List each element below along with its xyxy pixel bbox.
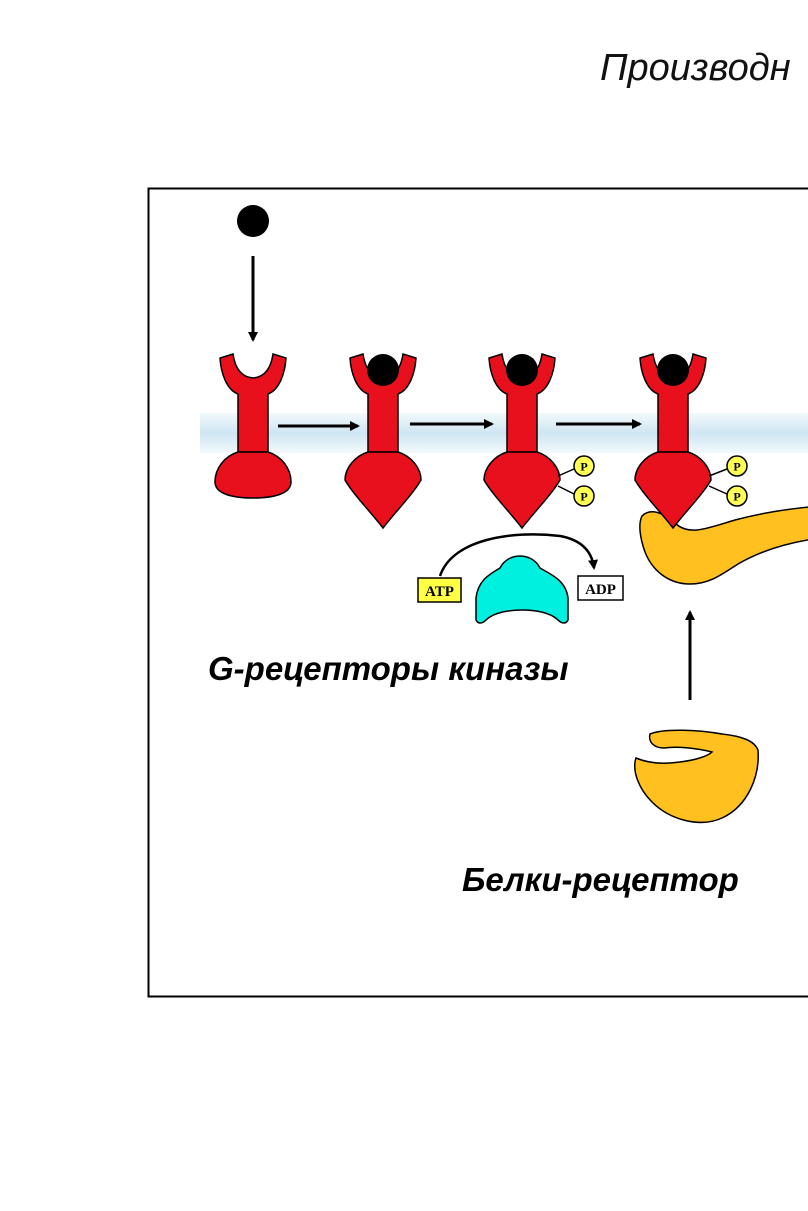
atp-adp-arrow <box>438 533 598 577</box>
svg-text:P: P <box>733 460 740 474</box>
svg-text:ATP: ATP <box>425 584 454 600</box>
receptor-arrestin-complex: P P <box>634 353 748 530</box>
bound-ligand-icon <box>506 354 538 386</box>
kinase-icon <box>475 555 569 624</box>
receptor-phosphorylated: P P <box>483 353 595 530</box>
phosphate-icon: P <box>726 455 748 477</box>
svg-text:P: P <box>580 490 587 504</box>
receptor-bound <box>344 353 422 530</box>
svg-text:P: P <box>580 460 587 474</box>
arrestin-free <box>634 729 759 824</box>
svg-text:P: P <box>733 490 740 504</box>
protein-receptors-label: Белки-рецептор <box>462 861 739 898</box>
atp-box: ATP <box>417 577 462 603</box>
phosphate-icon: P <box>726 485 748 507</box>
adp-box: ADP <box>577 575 624 601</box>
arrestin-bound <box>639 506 808 585</box>
slide-heading: Производн <box>600 47 791 89</box>
receptor-unbound <box>214 353 292 499</box>
svg-text:ADP: ADP <box>585 582 616 598</box>
free-ligand-icon <box>237 205 269 237</box>
phosphate-icon: P <box>573 485 595 507</box>
bound-ligand-icon <box>367 354 399 386</box>
g-receptor-kinases-label: G-рецепторы киназы <box>208 650 569 687</box>
bound-ligand-icon <box>657 354 689 386</box>
cell-membrane <box>200 413 808 453</box>
phosphate-icon: P <box>573 455 595 477</box>
